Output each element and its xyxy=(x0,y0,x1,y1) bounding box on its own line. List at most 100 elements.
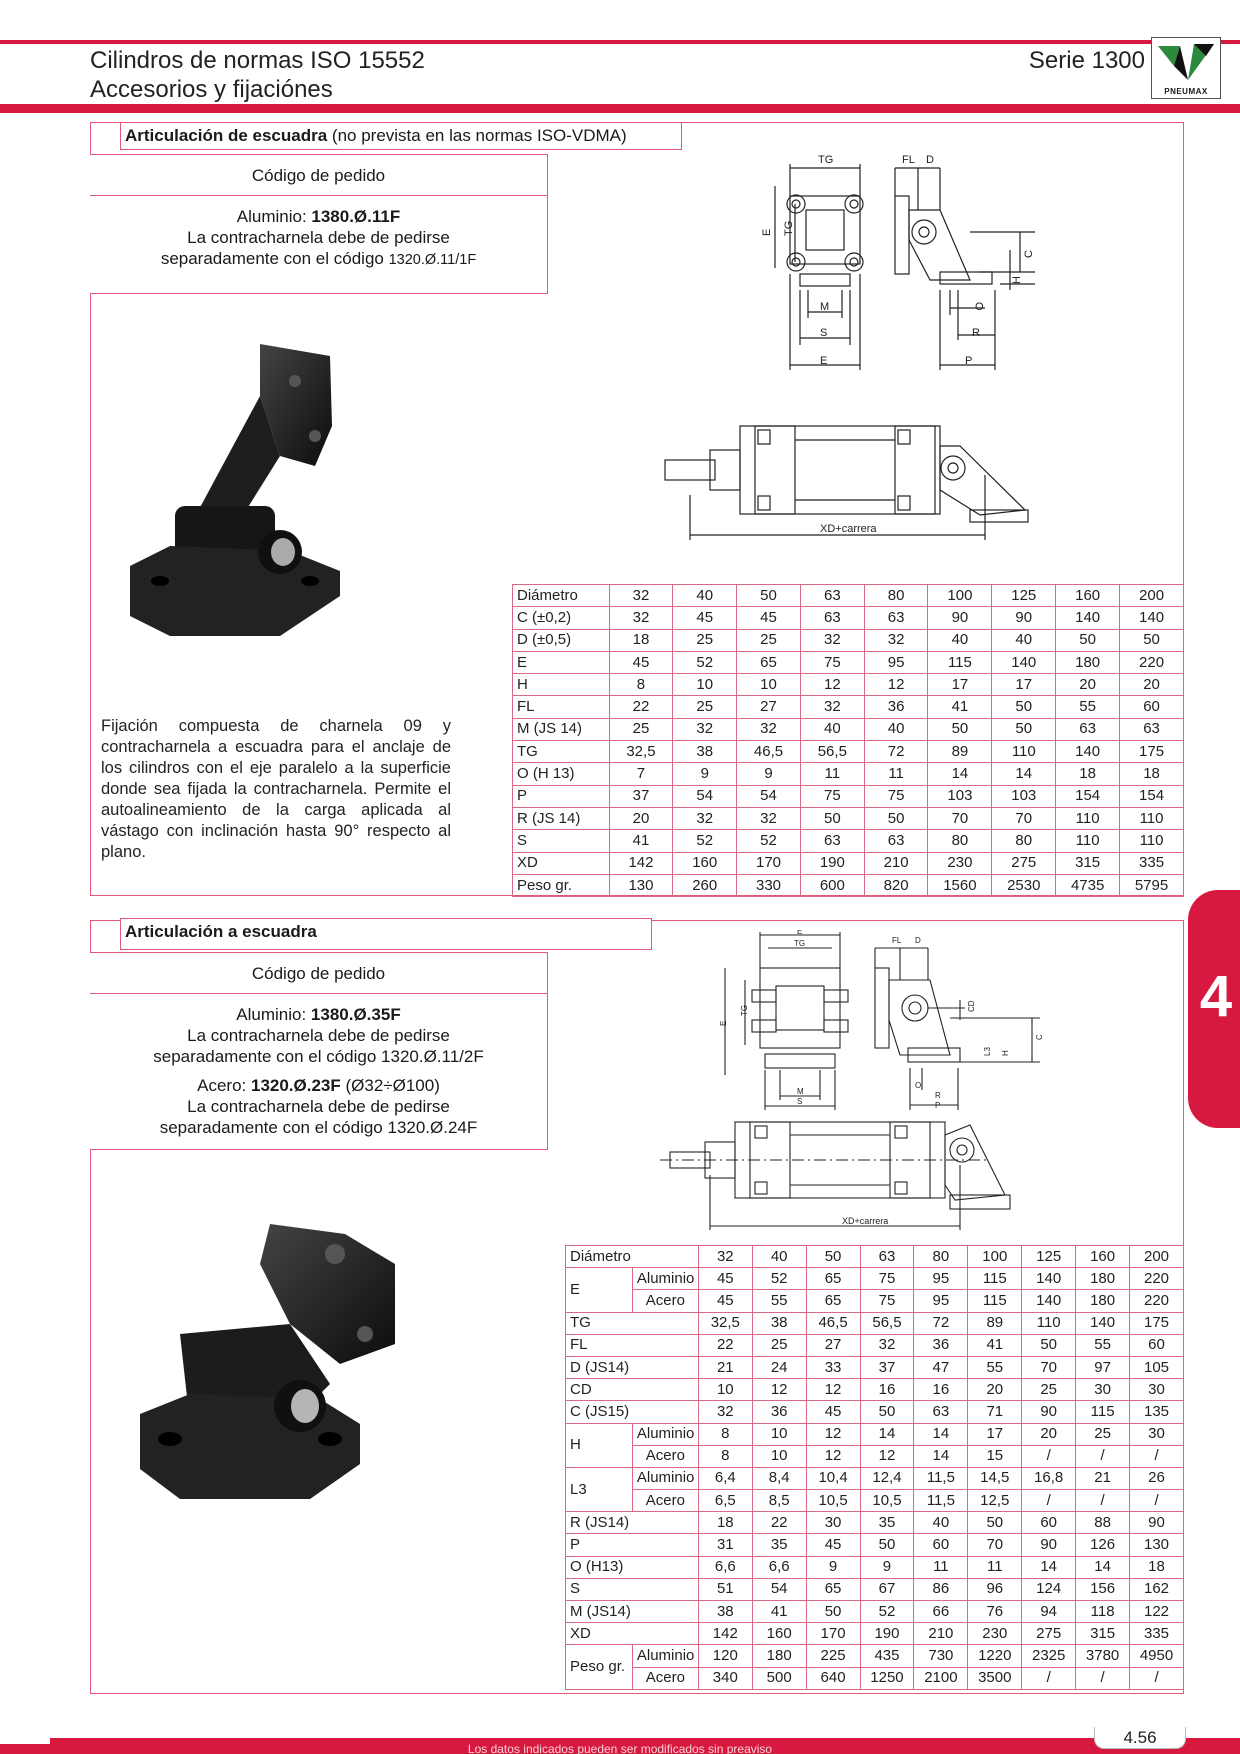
s2-cell: / xyxy=(1075,1489,1131,1513)
footer-rule xyxy=(50,1738,1240,1746)
s1-cell: 95 xyxy=(863,650,929,675)
s1-cell: 17 xyxy=(991,673,1057,697)
s1-row-label: Peso gr. xyxy=(512,873,610,898)
s2-cell: 50 xyxy=(859,1400,915,1424)
s2-dim-p: P xyxy=(935,1101,940,1110)
s2-cell: 175 xyxy=(1129,1311,1184,1335)
s2-cell: 115 xyxy=(967,1289,1023,1313)
s1-cell: 50 xyxy=(1119,628,1184,652)
s2-cell: 65 xyxy=(805,1267,861,1291)
s1-cell: 220 xyxy=(1119,650,1184,675)
s1-cell: 330 xyxy=(736,873,801,898)
s2-cell: 14 xyxy=(859,1422,915,1446)
s1-cell: 110 xyxy=(1119,806,1184,831)
s1-cell: 130 xyxy=(608,873,674,898)
s1-cell: 80 xyxy=(863,583,929,608)
s1-cell: 32 xyxy=(736,717,801,742)
s2-cell: 10,5 xyxy=(859,1489,915,1513)
s1-cell: 56,5 xyxy=(799,740,865,764)
s1-dim-h: H xyxy=(1011,276,1023,284)
s2-cell: 6,6 xyxy=(697,1555,753,1579)
section2-technical-drawing: E TG FL D E TG CD C L3 H M S O R P XD+ca… xyxy=(660,930,1044,1230)
s2-cell: 50 xyxy=(1021,1333,1077,1357)
s2-cell: 24 xyxy=(751,1355,807,1380)
s1-cell: 27 xyxy=(736,695,801,719)
s1-cell: 260 xyxy=(672,873,738,898)
s1-dim-e-vert: E xyxy=(761,229,773,236)
s1-cell: 63 xyxy=(1119,717,1184,742)
s2-cell: 26 xyxy=(1129,1466,1184,1491)
s2-cell: 170 xyxy=(805,1622,861,1646)
s1-cell: 25 xyxy=(608,717,674,742)
s2-cell: 1250 xyxy=(859,1666,915,1690)
s1-dim-fl: FL xyxy=(902,154,915,166)
s2-row-label: E xyxy=(565,1267,633,1313)
s2-cell: 142 xyxy=(697,1622,753,1646)
s2-row-label: FL xyxy=(565,1333,699,1357)
s2-cell: 63 xyxy=(913,1400,969,1424)
s1-cell: 140 xyxy=(1119,606,1184,630)
s2-cell: 50 xyxy=(967,1511,1023,1535)
s1-cell: 45 xyxy=(736,606,801,630)
s2-row-label: CD xyxy=(565,1378,699,1402)
s2-cell: 55 xyxy=(1075,1333,1131,1357)
s2-cell: 89 xyxy=(967,1311,1023,1335)
section2-alu-note2: separadamente con el código 1320.Ø.11/2F xyxy=(153,1047,484,1066)
s1-cell: 180 xyxy=(1055,650,1121,675)
s1-cell: 75 xyxy=(799,784,865,808)
s1-cell: 72 xyxy=(863,740,929,764)
section1-title-bold: Articulación de escuadra xyxy=(125,126,328,145)
s2-sub-label: Aluminio xyxy=(631,1422,699,1446)
s1-cell: 41 xyxy=(608,829,674,853)
s2-cell: 45 xyxy=(805,1533,861,1557)
s2-cell: 95 xyxy=(913,1289,969,1313)
section1-description: Fijación compuesta de charnela 09 y cont… xyxy=(101,717,451,861)
s2-cell: 275 xyxy=(1021,1622,1077,1646)
s2-cell: 105 xyxy=(1129,1355,1184,1380)
s1-cell: 40 xyxy=(991,628,1057,652)
s2-cell: 14 xyxy=(913,1422,969,1446)
s2-dim-tg-vert: TG xyxy=(740,1005,749,1016)
s2-cell: 94 xyxy=(1021,1599,1077,1624)
s1-cell: 54 xyxy=(736,784,801,808)
s1-dim-m: M xyxy=(820,301,829,313)
s2-dim-c: C xyxy=(1035,1034,1044,1040)
pneumax-logo-icon xyxy=(1158,44,1214,80)
s2-dim-m: M xyxy=(797,1087,804,1096)
s1-cell: 115 xyxy=(927,650,993,675)
s2-cell: 115 xyxy=(1075,1400,1131,1424)
s2-row-label: M (JS14) xyxy=(565,1599,699,1624)
s2-cell: 50 xyxy=(805,1599,861,1624)
section2-product-photo xyxy=(140,1224,395,1499)
s1-cell: 63 xyxy=(799,606,865,630)
s2-cell: 86 xyxy=(913,1577,969,1602)
s2-cell: 18 xyxy=(697,1511,753,1535)
s2-cell: 180 xyxy=(1075,1289,1131,1313)
logo-text: PNEUMAX xyxy=(1164,87,1208,96)
s1-cell: 55 xyxy=(1055,695,1121,719)
s1-row-label: P xyxy=(512,784,610,808)
s1-cell: 32 xyxy=(799,628,865,652)
s1-cell: 32 xyxy=(736,806,801,831)
s1-cell: 32 xyxy=(608,606,674,630)
s2-cell: / xyxy=(1129,1489,1184,1513)
s1-cell: 70 xyxy=(927,806,993,831)
s1-dim-c: C xyxy=(1023,250,1035,258)
section1-title-rest: (no prevista en las normas ISO-VDMA) xyxy=(327,126,627,145)
s2-cell: 33 xyxy=(805,1355,861,1380)
s1-cell: 18 xyxy=(608,628,674,652)
s1-cell: 25 xyxy=(672,695,738,719)
s2-cell: 70 xyxy=(967,1533,1023,1557)
s2-cell: 76 xyxy=(967,1599,1023,1624)
s2-cell: 12 xyxy=(751,1378,807,1402)
s2-cell: 32 xyxy=(697,1400,753,1424)
